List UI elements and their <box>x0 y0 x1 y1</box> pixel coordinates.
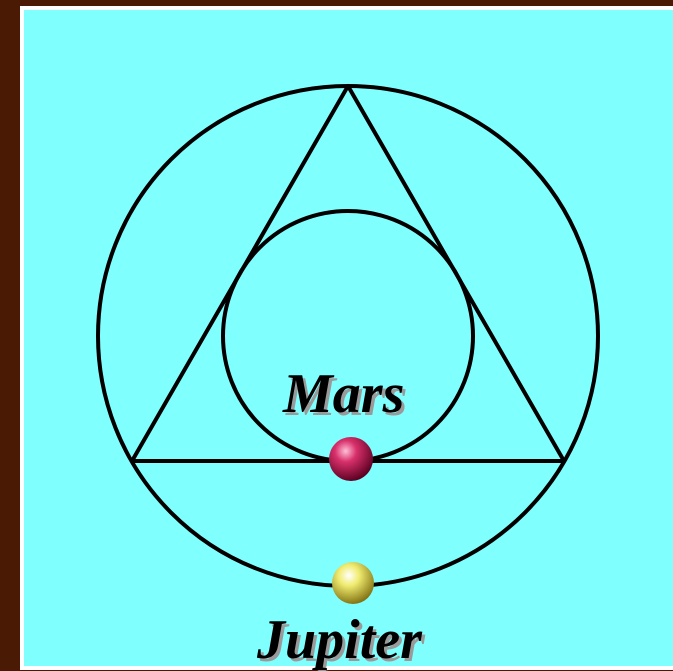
orbit-diagram <box>24 10 673 666</box>
mars-label: Mars <box>283 366 404 422</box>
outer-orbit-circle <box>98 86 598 586</box>
jupiter-planet <box>332 562 374 604</box>
jupiter-label: Jupiter <box>257 612 422 668</box>
diagram-canvas <box>24 10 673 666</box>
mars-planet <box>329 437 373 481</box>
